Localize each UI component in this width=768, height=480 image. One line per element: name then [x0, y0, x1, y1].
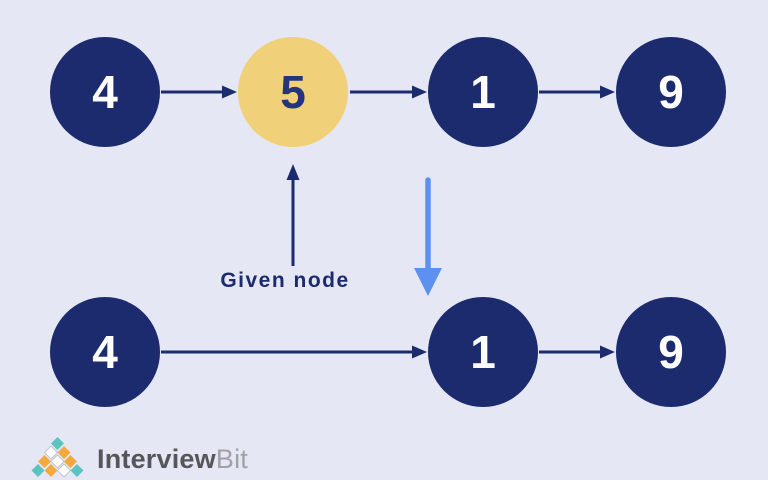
node-value: 5	[280, 66, 306, 118]
brand-name-secondary: Bit	[215, 444, 248, 474]
node-value: 9	[658, 326, 684, 378]
node-bottom-value-1: 1	[428, 297, 538, 407]
node-value: 1	[470, 66, 496, 118]
interviewbit-diamond-pyramid-icon	[31, 437, 84, 478]
next-pointer-arrow-bottom-2	[539, 345, 615, 359]
next-pointer-arrow-top-3	[539, 85, 615, 99]
node-bottom-value-9: 9	[616, 297, 726, 407]
node-top-value-1: 1	[428, 37, 538, 147]
node-value: 9	[658, 66, 684, 118]
node-value: 4	[92, 66, 118, 118]
interviewbit-wordmark: InterviewBit	[97, 446, 248, 473]
given-node-label: Given node	[220, 269, 350, 292]
next-pointer-arrow-top-1	[161, 85, 237, 99]
node-top-value-5-given: 5	[238, 37, 348, 147]
next-pointer-arrow-bottom-1	[161, 345, 427, 359]
node-bottom-value-4: 4	[50, 297, 160, 407]
node-top-value-4: 4	[50, 37, 160, 147]
brand-name-primary: Interview	[97, 444, 216, 474]
next-pointer-arrow-top-2	[350, 85, 427, 99]
interviewbit-logo: InterviewBit	[28, 436, 248, 480]
given-node-pointer-arrow	[286, 164, 300, 266]
node-value: 4	[92, 326, 118, 378]
delete-transform-arrow	[414, 177, 442, 296]
node-top-value-9: 9	[616, 37, 726, 147]
node-value: 1	[470, 326, 496, 378]
